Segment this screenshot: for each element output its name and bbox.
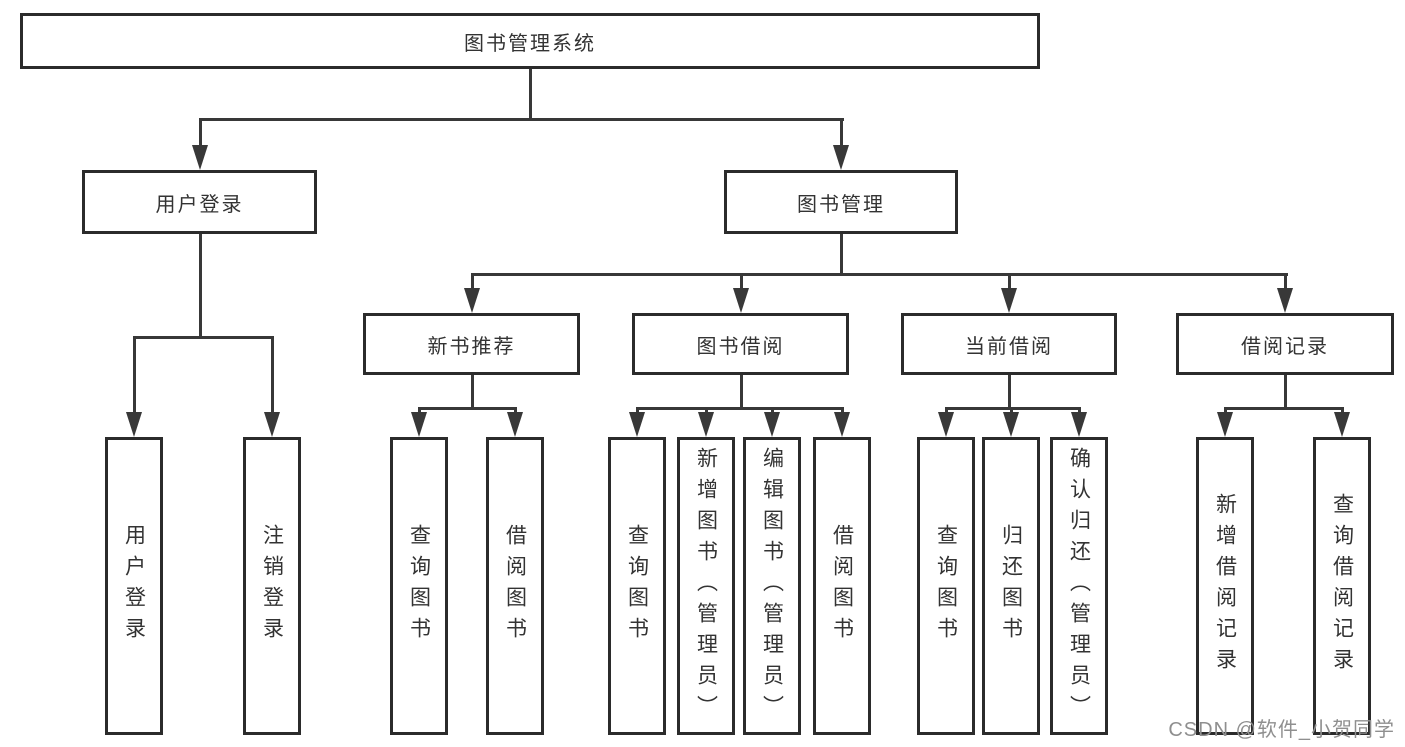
arrowhead-down-icon-borrow-books-borrow	[834, 412, 850, 437]
arrowhead-down-icon-add-borrow-record	[1217, 412, 1233, 437]
node-return-books: 归还图书	[982, 437, 1040, 735]
node-new-book-rec: 新书推荐	[363, 313, 580, 375]
node-current-borrowing: 当前借阅	[901, 313, 1117, 375]
arrowhead-down-icon-current-borrowing	[1001, 288, 1017, 313]
arrowhead-down-icon-borrow-books-rec	[507, 412, 523, 437]
node-label-return-books: 归还图书	[999, 524, 1023, 648]
node-query-borrow-record: 查询借阅记录	[1313, 437, 1371, 735]
connector-branch-library-system	[199, 118, 844, 121]
node-edit-books-admin: 编辑图书（管理员）	[743, 437, 801, 735]
node-book-borrowing: 图书借阅	[632, 313, 849, 375]
connector-branch-book-borrowing	[636, 407, 844, 410]
arrowhead-down-icon-query-borrow-record	[1334, 412, 1350, 437]
connector-stem-current-borrowing	[1008, 375, 1011, 410]
node-user-login-branch: 用户登录	[82, 170, 317, 234]
node-label-user-login: 用户登录	[122, 524, 146, 648]
node-label-query-books-borrow: 查询图书	[625, 524, 649, 648]
node-book-mgmt-branch: 图书管理	[724, 170, 958, 234]
arrowhead-down-icon-borrowing-records	[1277, 288, 1293, 313]
node-label-logout: 注销登录	[260, 524, 284, 648]
node-label-library-system: 图书管理系统	[464, 32, 596, 55]
arrowhead-down-icon-query-books-rec	[411, 412, 427, 437]
connector-arrow-shaft-user-login-branch	[199, 118, 202, 152]
node-label-add-books-admin: 新增图书（管理员）	[694, 446, 718, 726]
connector-stem-book-mgmt-branch	[840, 234, 843, 276]
watermark: CSDN @软件_小贺同学	[1168, 719, 1395, 741]
arrowhead-down-icon-user-login-branch	[192, 145, 208, 170]
node-add-borrow-record: 新增借阅记录	[1196, 437, 1254, 735]
arrowhead-down-icon-user-login	[126, 412, 142, 437]
node-label-borrow-books-rec: 借阅图书	[503, 524, 527, 648]
connector-arrow-shaft-new-book-rec	[471, 273, 474, 295]
connector-arrow-shaft-book-borrowing	[740, 273, 743, 295]
arrowhead-down-icon-edit-books-admin	[764, 412, 780, 437]
arrowhead-down-icon-new-book-rec	[464, 288, 480, 313]
connector-arrow-shaft-book-mgmt-branch	[840, 118, 843, 152]
connector-stem-new-book-rec	[471, 375, 474, 410]
node-label-new-book-rec: 新书推荐	[427, 335, 516, 358]
node-label-user-login-branch: 用户登录	[155, 193, 244, 216]
arrowhead-down-icon-book-borrowing	[733, 288, 749, 313]
node-borrowing-records: 借阅记录	[1176, 313, 1394, 375]
connector-branch-user-login-branch	[133, 336, 274, 339]
node-label-book-mgmt-branch: 图书管理	[797, 193, 885, 216]
arrowhead-down-icon-add-books-admin	[698, 412, 714, 437]
node-logout: 注销登录	[243, 437, 301, 735]
connector-stem-borrowing-records	[1284, 375, 1287, 410]
connector-branch-book-mgmt-branch	[471, 273, 1288, 276]
connector-stem-user-login-branch	[199, 234, 202, 339]
connector-branch-borrowing-records	[1224, 407, 1344, 410]
node-query-books-borrow: 查询图书	[608, 437, 666, 735]
arrowhead-down-icon-query-books-borrow	[629, 412, 645, 437]
connector-arrow-shaft-user-login	[133, 336, 136, 419]
node-user-login: 用户登录	[105, 437, 163, 735]
node-query-books-rec: 查询图书	[390, 437, 448, 735]
node-label-add-borrow-record: 新增借阅记录	[1213, 493, 1237, 679]
node-label-edit-books-admin: 编辑图书（管理员）	[760, 446, 784, 726]
node-label-borrowing-records: 借阅记录	[1241, 335, 1329, 358]
arrowhead-down-icon-logout	[264, 412, 280, 437]
node-confirm-return-admin: 确认归还（管理员）	[1050, 437, 1108, 735]
connector-branch-current-borrowing	[945, 407, 1081, 410]
arrowhead-down-icon-book-mgmt-branch	[833, 145, 849, 170]
node-label-book-borrowing: 图书借阅	[696, 335, 785, 358]
connector-arrow-shaft-logout	[271, 336, 274, 419]
node-label-query-books-rec: 查询图书	[407, 524, 431, 648]
connector-arrow-shaft-borrowing-records	[1284, 273, 1287, 295]
node-borrow-books-borrow: 借阅图书	[813, 437, 871, 735]
node-label-query-borrow-record: 查询借阅记录	[1330, 493, 1354, 679]
connector-stem-library-system	[529, 69, 532, 121]
connector-arrow-shaft-current-borrowing	[1008, 273, 1011, 295]
arrowhead-down-icon-query-books-current	[938, 412, 954, 437]
node-borrow-books-rec: 借阅图书	[486, 437, 544, 735]
node-label-current-borrowing: 当前借阅	[965, 335, 1053, 358]
node-label-query-books-current: 查询图书	[934, 524, 958, 648]
node-add-books-admin: 新增图书（管理员）	[677, 437, 735, 735]
arrowhead-down-icon-confirm-return-admin	[1071, 412, 1087, 437]
node-query-books-current: 查询图书	[917, 437, 975, 735]
node-label-confirm-return-admin: 确认归还（管理员）	[1067, 446, 1091, 726]
connector-stem-book-borrowing	[740, 375, 743, 410]
arrowhead-down-icon-return-books	[1003, 412, 1019, 437]
node-library-system: 图书管理系统	[20, 13, 1040, 69]
connector-branch-new-book-rec	[418, 407, 517, 410]
node-label-borrow-books-borrow: 借阅图书	[830, 524, 854, 648]
